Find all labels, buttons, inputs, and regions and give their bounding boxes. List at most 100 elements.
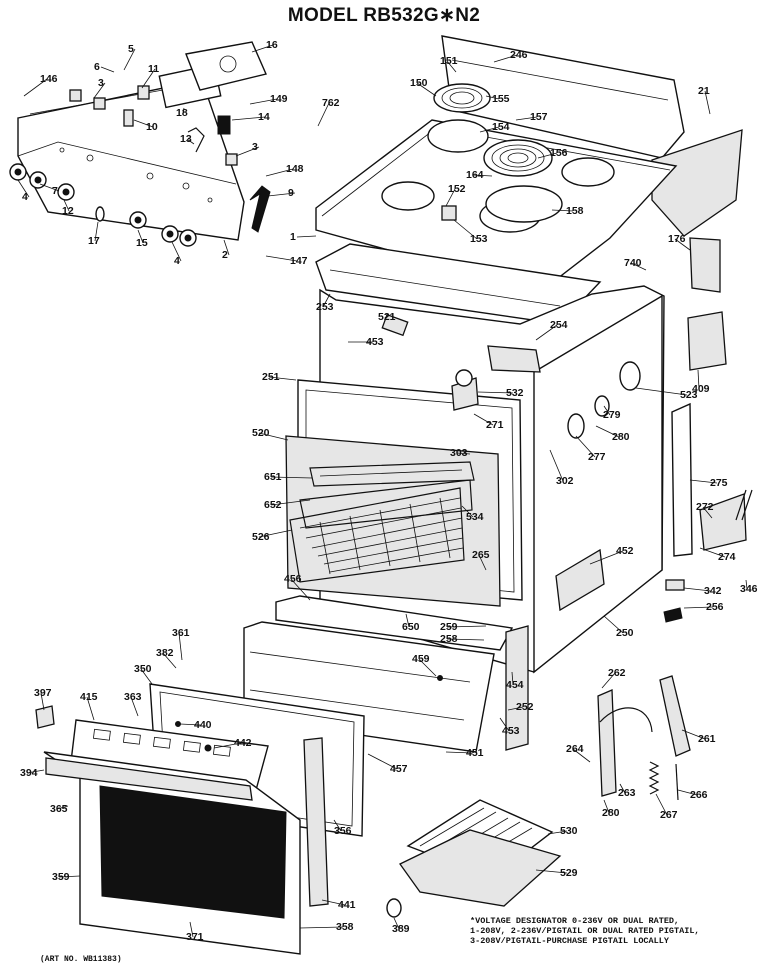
knob (129, 211, 147, 229)
part-callout: 394 (20, 767, 38, 779)
part-callout: 453 (502, 725, 520, 737)
conduit-plate (555, 548, 605, 612)
leader-line (100, 66, 115, 73)
leader-line (270, 499, 311, 506)
part-callout: 15 (136, 237, 148, 249)
part-callout: 256 (706, 601, 724, 613)
part-callout: 442 (234, 737, 252, 749)
leader-line (249, 98, 278, 105)
range-body (285, 237, 753, 674)
leader-line (290, 578, 311, 601)
part-callout: 274 (718, 551, 736, 563)
clock (185, 41, 267, 91)
leader-line (94, 221, 99, 242)
part-callout: 365 (50, 803, 68, 815)
leader-line (699, 547, 726, 558)
part-callout: 253 (316, 301, 334, 313)
door-hinge (303, 737, 329, 907)
leader-line (56, 805, 69, 810)
leader-line (535, 869, 568, 874)
part-callout: 164 (466, 169, 484, 181)
part-callout: 4 (174, 255, 180, 267)
model-title: MODEL RB532G∗N2 (287, 5, 481, 26)
part-callout: 389 (392, 923, 410, 935)
leader-line (499, 717, 510, 732)
leader-line (17, 179, 30, 198)
part-callout: 523 (680, 389, 698, 401)
part-callout: 530 (560, 825, 578, 837)
part-callout: 762 (322, 97, 340, 109)
door-hinge (597, 689, 617, 797)
lamp (567, 413, 585, 439)
leader-line (162, 652, 177, 669)
leader-line (268, 376, 297, 381)
part-callout: 280 (602, 807, 620, 819)
part-callout: 9 (288, 187, 294, 199)
part-callout: 263 (618, 787, 636, 799)
vent-duct (651, 129, 743, 237)
leader-line (677, 789, 698, 796)
part-callout: 534 (466, 511, 484, 523)
part-callout: 150 (410, 77, 428, 89)
bracket (689, 237, 721, 293)
part-callout: 358 (336, 921, 354, 933)
part-callout: 261 (698, 733, 716, 745)
knob (29, 171, 47, 189)
leader-line (689, 479, 718, 484)
part-callout: 382 (156, 647, 174, 659)
part-callout: 363 (124, 691, 142, 703)
leader-line (697, 369, 700, 390)
bracket (187, 127, 205, 153)
part-callout: 459 (412, 653, 430, 665)
part-callout: 356 (334, 825, 352, 837)
part-callout: 529 (560, 867, 578, 879)
part-callout: 252 (516, 701, 534, 713)
leader-line (589, 550, 624, 565)
leader-line (296, 235, 317, 238)
part-callout: 157 (530, 111, 548, 123)
leader-line (26, 769, 45, 774)
switch (69, 89, 82, 102)
leader-line (333, 819, 342, 832)
terminal-block (687, 311, 727, 371)
leader-line (231, 116, 266, 121)
leader-line (265, 168, 294, 177)
leader-line (603, 405, 611, 416)
door-stop (35, 705, 55, 729)
leader-line (515, 116, 538, 121)
infinite-switch (217, 115, 231, 135)
part-callout: 155 (492, 93, 510, 105)
part-callout: 409 (692, 383, 710, 395)
side-trim (671, 402, 693, 557)
part-callout: 3 (98, 77, 104, 89)
part-callout: 265 (472, 549, 490, 561)
part-callout: 18 (176, 107, 188, 119)
switch (123, 109, 134, 127)
screw (437, 675, 443, 681)
part-callout: 250 (616, 627, 634, 639)
part-callout: 652 (264, 499, 282, 511)
leader-line (507, 706, 524, 711)
drawer-side (505, 625, 529, 751)
leader-line (141, 68, 156, 89)
burner-opening (381, 181, 435, 211)
part-callout: 650 (402, 621, 420, 633)
leader-line (58, 875, 81, 878)
lamp-socket (619, 361, 641, 391)
leader-line (456, 452, 471, 455)
part-callout: 457 (390, 763, 408, 775)
leader-line (322, 293, 331, 308)
leader-line (485, 95, 500, 100)
leader-lines (17, 44, 748, 938)
part-callout: 415 (80, 691, 98, 703)
part-callout: 153 (470, 233, 488, 245)
part-callout: 441 (338, 899, 356, 911)
leader-line (603, 615, 624, 634)
leader-line (405, 613, 410, 628)
leader-line (655, 793, 668, 816)
leader-line (235, 146, 260, 157)
part-callout: 10 (146, 121, 158, 133)
part-callout: 146 (40, 73, 58, 85)
leader-line (384, 316, 387, 321)
terminal-block-mount (699, 493, 747, 551)
